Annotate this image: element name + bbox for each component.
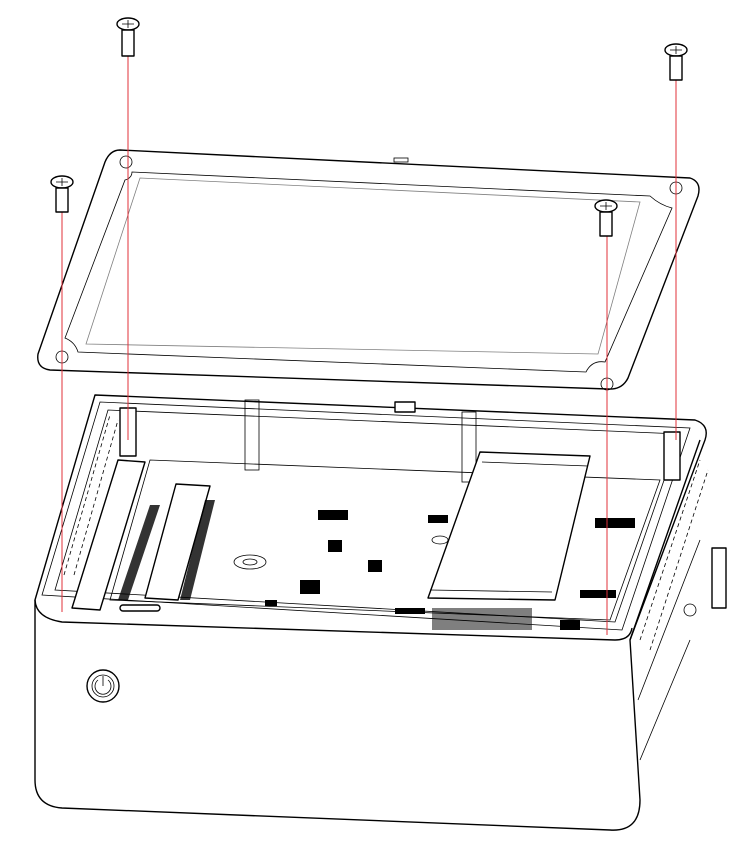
- power-button-icon: [86, 669, 120, 703]
- screw-icon: [664, 43, 688, 81]
- screws: [50, 17, 688, 237]
- vent-left: [63, 414, 119, 576]
- side-ports: [683, 547, 727, 617]
- screw-icon: [50, 175, 74, 213]
- guide-lines: [61, 40, 677, 635]
- screw-icon: [594, 199, 618, 237]
- ram-modules: [71, 459, 215, 612]
- screw-icon: [116, 17, 140, 57]
- vent-right: [639, 459, 709, 651]
- ssd-module: [427, 451, 591, 601]
- cover-plate: [37, 149, 700, 391]
